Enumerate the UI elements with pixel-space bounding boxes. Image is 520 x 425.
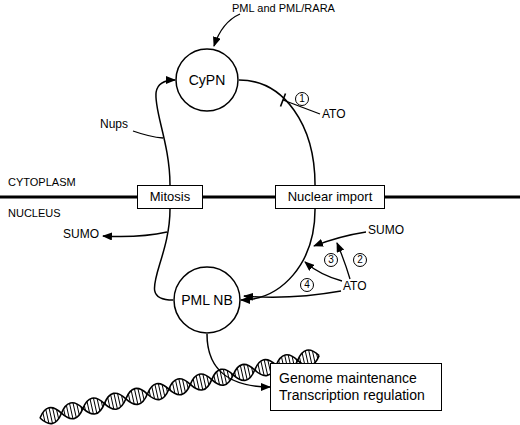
cycle-connector [156,80,175,185]
process-box: Mitosis [137,185,203,209]
sumo-arrow [103,232,167,237]
leader-line [133,131,163,138]
modifier-label: SUMO [368,224,404,237]
cycle-connector [207,334,270,387]
cycle-connector [239,80,315,185]
node-text: Nuclear import [288,189,373,205]
function-box: Genome maintenance Transcription regulat… [270,363,442,411]
compartment-circle: PML NB [173,266,241,334]
cycle-connector [241,209,315,300]
node-text: PML NB [181,292,233,309]
callout-number: 2 [353,253,367,267]
drug-label: ATO [322,108,346,121]
modifier-label: SUMO [63,228,99,241]
node-text: Genome maintenance Transcription regulat… [279,370,433,404]
node-text: Mitosis [150,189,190,205]
compartment-label: CYTOPLASM [8,176,76,188]
input-label: PML and PML/RARA [232,2,335,14]
process-box: Nuclear import [275,185,385,209]
cycle-connector [154,209,173,300]
node-text: CyPN [189,72,226,89]
input-arrow [214,14,240,46]
callout-number: 3 [324,253,338,267]
ato-arrow [337,243,350,279]
ato-arrow [244,291,341,297]
callout-number: 4 [300,278,314,292]
compartment-circle: CyPN [175,48,239,112]
drug-label: ATO [343,280,367,293]
protein-label: Nups [100,118,128,131]
compartment-label: NUCLEUS [8,207,61,219]
nuclear-membrane [0,196,520,199]
callout-number: 1 [295,92,309,106]
sumo-arrow [314,232,366,246]
